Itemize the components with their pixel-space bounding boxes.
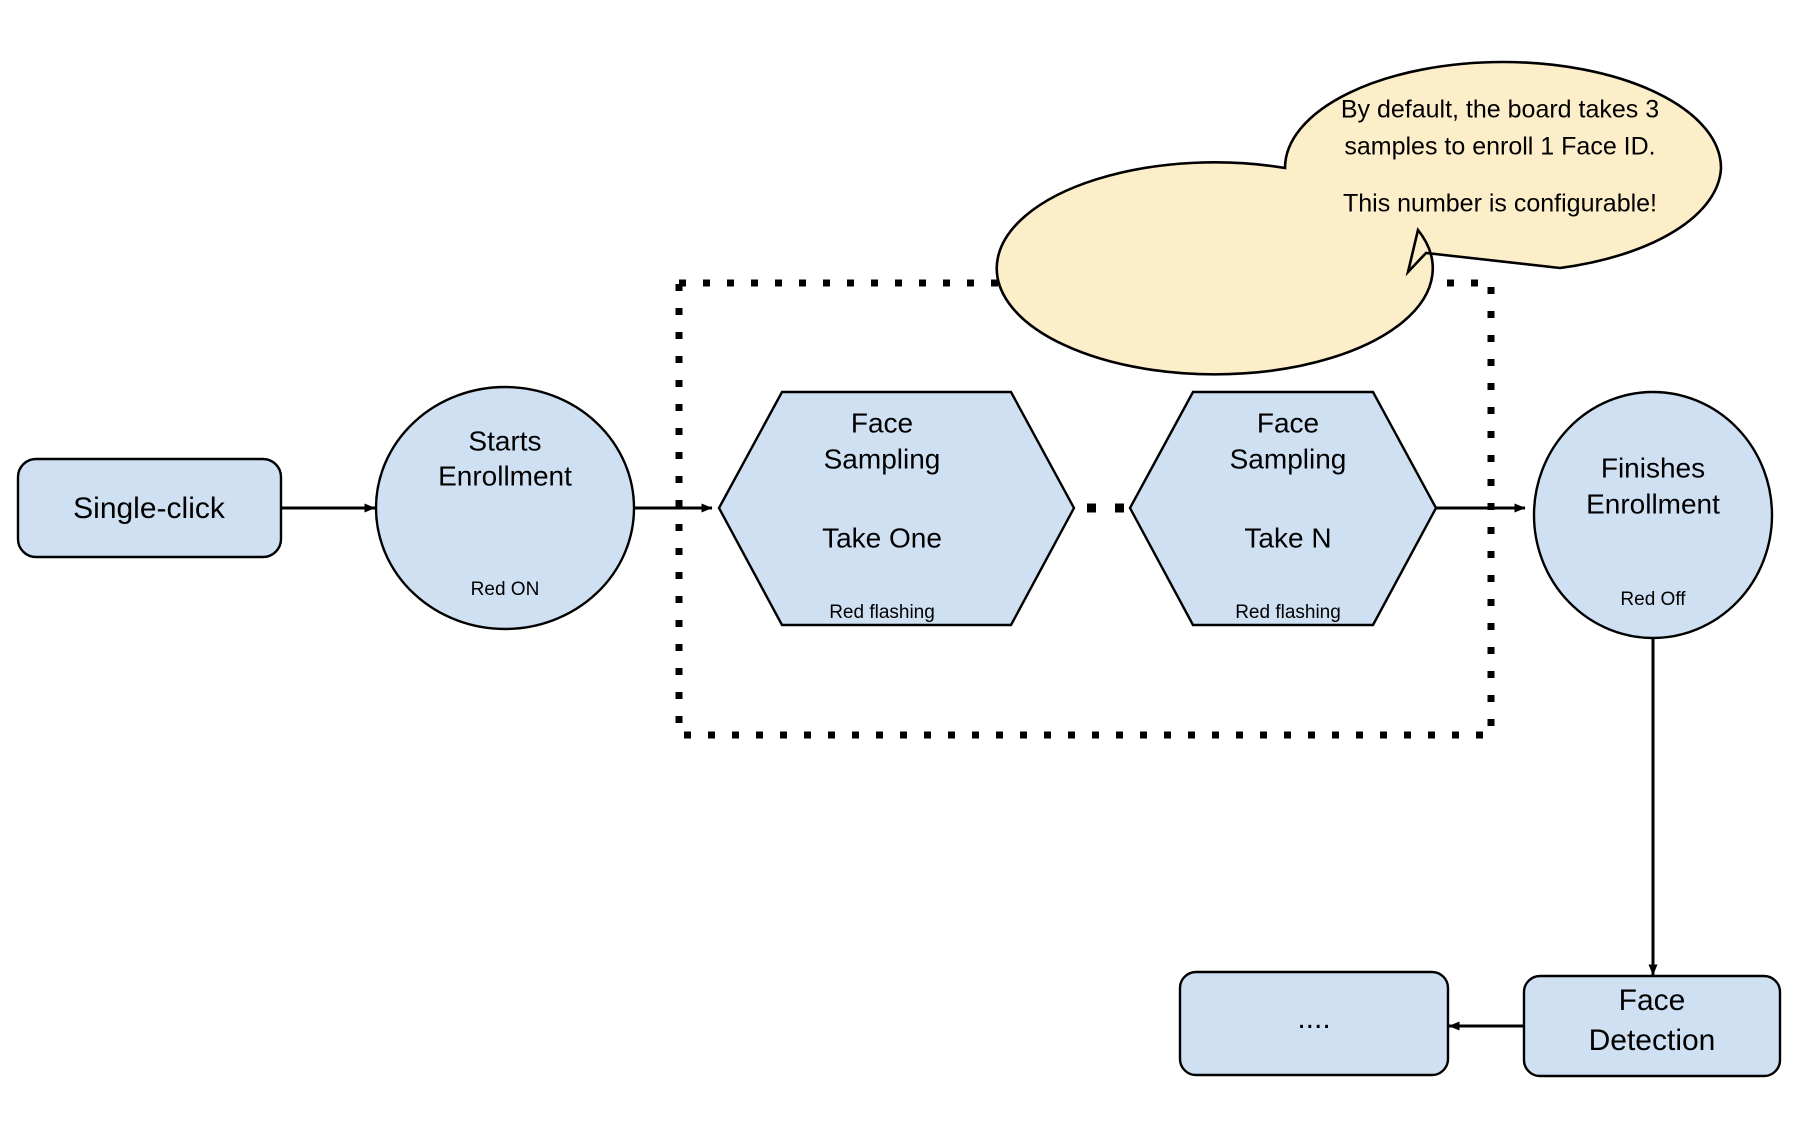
single-click-shape[interactable] — [16, 457, 283, 559]
callout-line3: This number is configurable! — [1343, 190, 1657, 218]
node-face-sampling-n[interactable]: Face Sampling Take N Red flashing — [1128, 390, 1438, 627]
callout-line2: samples to enroll 1 Face ID. — [1344, 133, 1655, 161]
finishes-enrollment-shape[interactable] — [1532, 390, 1774, 640]
face-sampling-n-label-line1: Face — [1257, 407, 1319, 438]
node-face-sampling-one[interactable]: Face Sampling Take One Red flashing — [717, 390, 1076, 627]
node-face-detection[interactable]: Face Detection — [1522, 974, 1782, 1078]
more-steps-shape[interactable] — [1178, 970, 1450, 1077]
finishes-enrollment-label-line2: Enrollment — [1586, 488, 1720, 519]
callout-line1: By default, the board takes 3 — [1341, 96, 1659, 124]
face-sampling-one-take-label: Take One — [822, 522, 942, 553]
node-more-steps[interactable]: .... — [1178, 970, 1450, 1077]
starts-enrollment-label-line2: Enrollment — [438, 460, 572, 491]
face-detection-label-line2: Detection — [1589, 1024, 1716, 1057]
more-steps-label: .... — [1297, 1002, 1330, 1035]
face-sampling-n-take-label: Take N — [1244, 522, 1331, 553]
face-sampling-n-label-line2: Sampling — [1230, 443, 1347, 474]
face-sampling-n-status: Red flashing — [1235, 602, 1341, 623]
face-detection-label-line1: Face — [1619, 984, 1686, 1017]
face-sampling-n-shape[interactable] — [1128, 390, 1438, 627]
node-single-click[interactable]: Single-click — [16, 457, 283, 559]
face-sampling-one-shape[interactable] — [717, 390, 1076, 627]
node-finishes-enrollment[interactable]: Finishes Enrollment Red Off — [1532, 390, 1774, 640]
starts-enrollment-shape[interactable] — [374, 385, 636, 631]
finishes-enrollment-label-line1: Finishes — [1601, 452, 1705, 483]
starts-enrollment-status: Red ON — [471, 579, 540, 600]
starts-enrollment-label-line1: Starts — [468, 425, 541, 456]
callout-note: By default, the board takes 3 samples to… — [995, 60, 1723, 376]
face-detection-shape[interactable] — [1522, 974, 1782, 1078]
single-click-label: Single-click — [73, 492, 226, 525]
face-sampling-one-label-line1: Face — [851, 407, 913, 438]
face-sampling-one-status: Red flashing — [829, 602, 935, 623]
finishes-enrollment-status: Red Off — [1620, 589, 1686, 610]
face-sampling-one-label-line2: Sampling — [824, 443, 941, 474]
node-starts-enrollment[interactable]: Starts Enrollment Red ON — [374, 385, 636, 631]
